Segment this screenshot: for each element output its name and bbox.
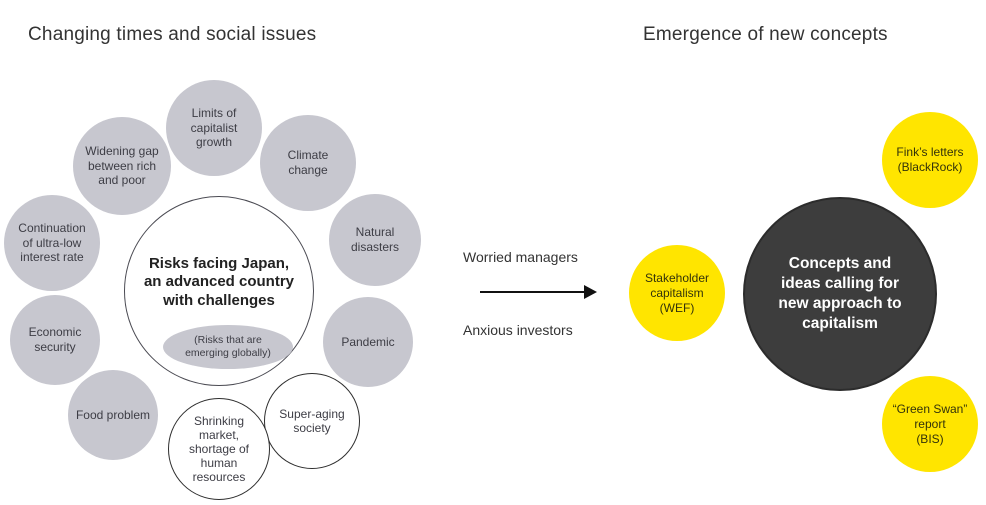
bubble-label: Stakeholder capitalism (WEF) <box>644 270 710 315</box>
bubble-green-swan-report: “Green Swan” report (BIS) <box>882 376 978 472</box>
bubble-label: Limits of capitalist growth <box>190 106 238 150</box>
arrow-line <box>480 291 586 293</box>
bubble-finks-letters: Fink’s letters (BlackRock) <box>882 112 978 208</box>
bubble-label: Fink’s letters (BlackRock) <box>896 145 964 174</box>
bubble-food-problem: Food problem <box>68 370 158 460</box>
bubble-pandemic: Pandemic <box>323 297 413 387</box>
bubble-label: Continuation of ultra-low interest rate <box>18 221 86 265</box>
bubble-economic-security: Economic security <box>10 295 100 385</box>
bubble-label: Widening gap between rich and poor <box>85 144 159 188</box>
right-section-title: Emergence of new concepts <box>643 24 888 45</box>
central-risks-circle: Risks facing Japan, an advanced country … <box>124 196 314 386</box>
concepts-circle-text: Concepts and ideas calling for new appro… <box>778 255 902 332</box>
global-risks-ellipse: (Risks that are emerging globally) <box>163 325 293 369</box>
bubble-ultra-low-interest-rate: Continuation of ultra-low interest rate <box>4 195 100 291</box>
bubble-label: Food problem <box>75 407 151 422</box>
bubble-limits-of-capitalist-growth: Limits of capitalist growth <box>166 80 262 176</box>
global-risks-note: (Risks that are emerging globally) <box>185 334 271 359</box>
bubble-climate-change: Climate change <box>260 115 356 211</box>
concepts-circle: Concepts and ideas calling for new appro… <box>743 197 937 391</box>
worried-managers-label: Worried managers <box>463 249 578 265</box>
bubble-label: Economic security <box>28 325 82 354</box>
left-section-title: Changing times and social issues <box>28 24 317 45</box>
bubble-label: Pandemic <box>341 334 395 349</box>
bubble-label: Super-aging society <box>279 406 345 435</box>
bubble-label: Climate change <box>287 148 329 177</box>
bubble-label: Natural disasters <box>350 225 400 254</box>
bubble-shrinking-market: Shrinking market, shortage of human reso… <box>168 398 270 500</box>
bubble-label: “Green Swan” report (BIS) <box>892 401 968 446</box>
central-risks-title: Risks facing Japan, an advanced country … <box>143 255 295 309</box>
bubble-stakeholder-capitalism: Stakeholder capitalism (WEF) <box>629 245 725 341</box>
anxious-investors-label: Anxious investors <box>463 322 573 338</box>
bubble-super-aging-society: Super-aging society <box>264 373 360 469</box>
arrow-head-icon <box>584 285 597 299</box>
bubble-natural-disasters: Natural disasters <box>329 194 421 286</box>
bubble-label: Shrinking market, shortage of human reso… <box>188 413 250 485</box>
bubble-widening-gap: Widening gap between rich and poor <box>73 117 171 215</box>
